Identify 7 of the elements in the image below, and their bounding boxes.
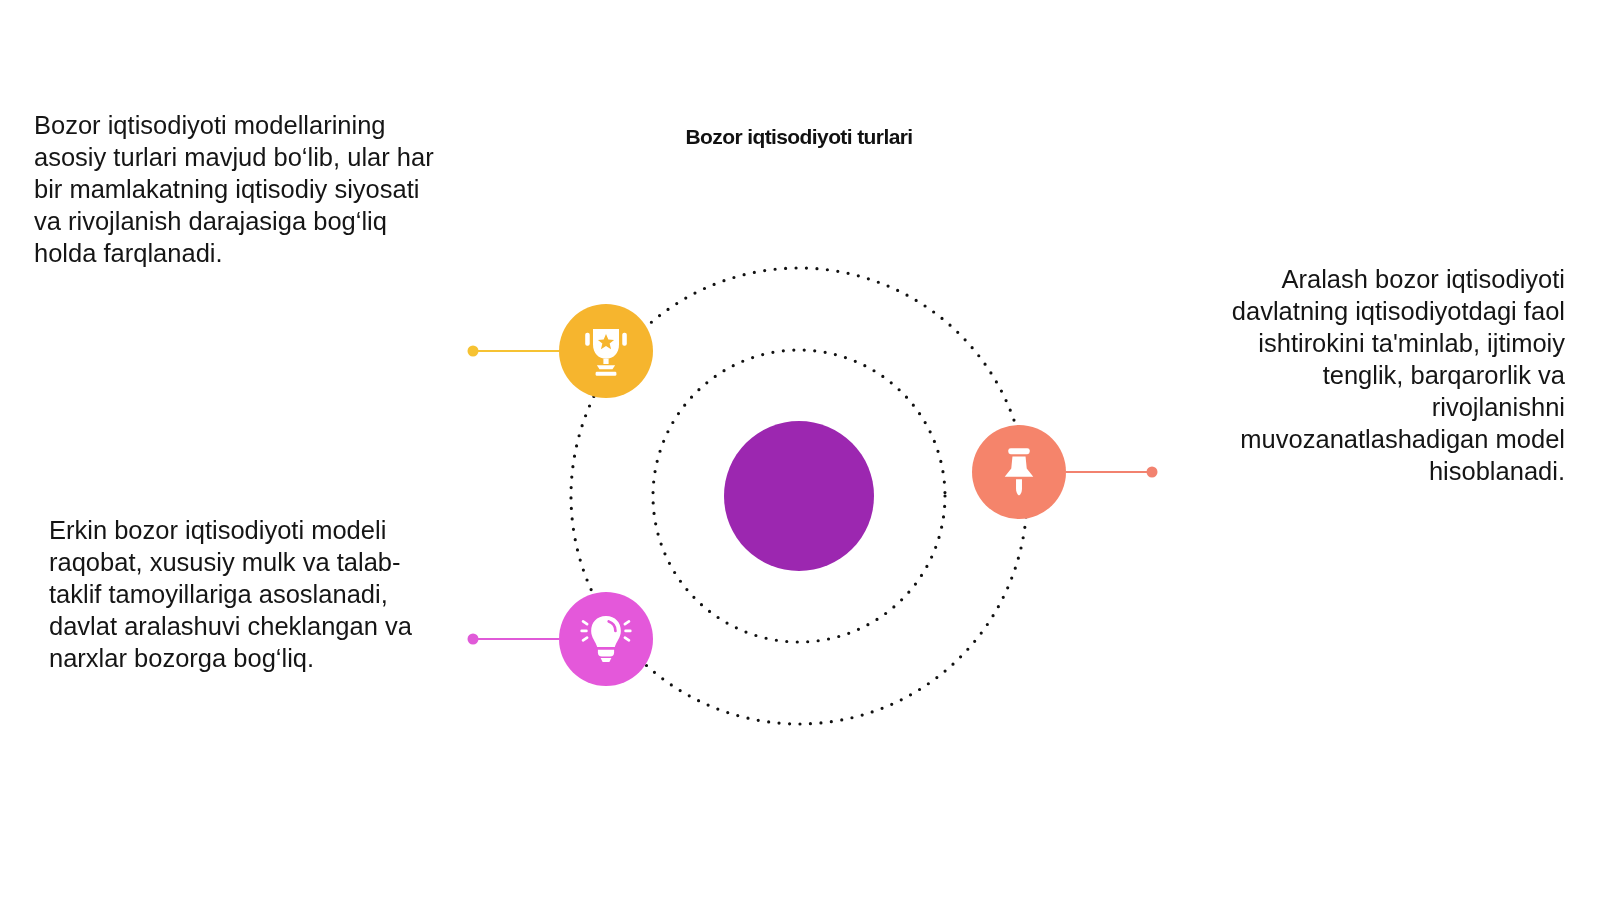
leader-line — [1066, 466, 1158, 478]
leader-line — [467, 345, 559, 357]
description-text: Aralash bozor iqtisodiyoti davlatning iqtisodiyotdagi faol ishtirokini ta'minlab, ijtimoiy tenglik, barqarorlik va rivojlanishni muvozanatlashadigan model hisoblanadi. — [1230, 264, 1565, 487]
leader-line — [467, 633, 559, 645]
diagram-title: Bozor iqtisodiyoti turlari — [685, 124, 913, 150]
description-text: Bozor iqtisodiyoti modellarining asosiy turlari mavjud bo‘lib, ular har bir mamlakatning iqtisodiy siyosati va rivojlanish darajasiga bog‘liq holda farqlanadi. — [34, 110, 435, 269]
description-text: Erkin bozor iqtisodiyoti modeli raqobat, xususiy mulk va talab-taklif tamoyillariga asoslanadi, davlat aralashuvi cheklangan va narxlar bozorga bog‘liq. — [49, 515, 413, 674]
